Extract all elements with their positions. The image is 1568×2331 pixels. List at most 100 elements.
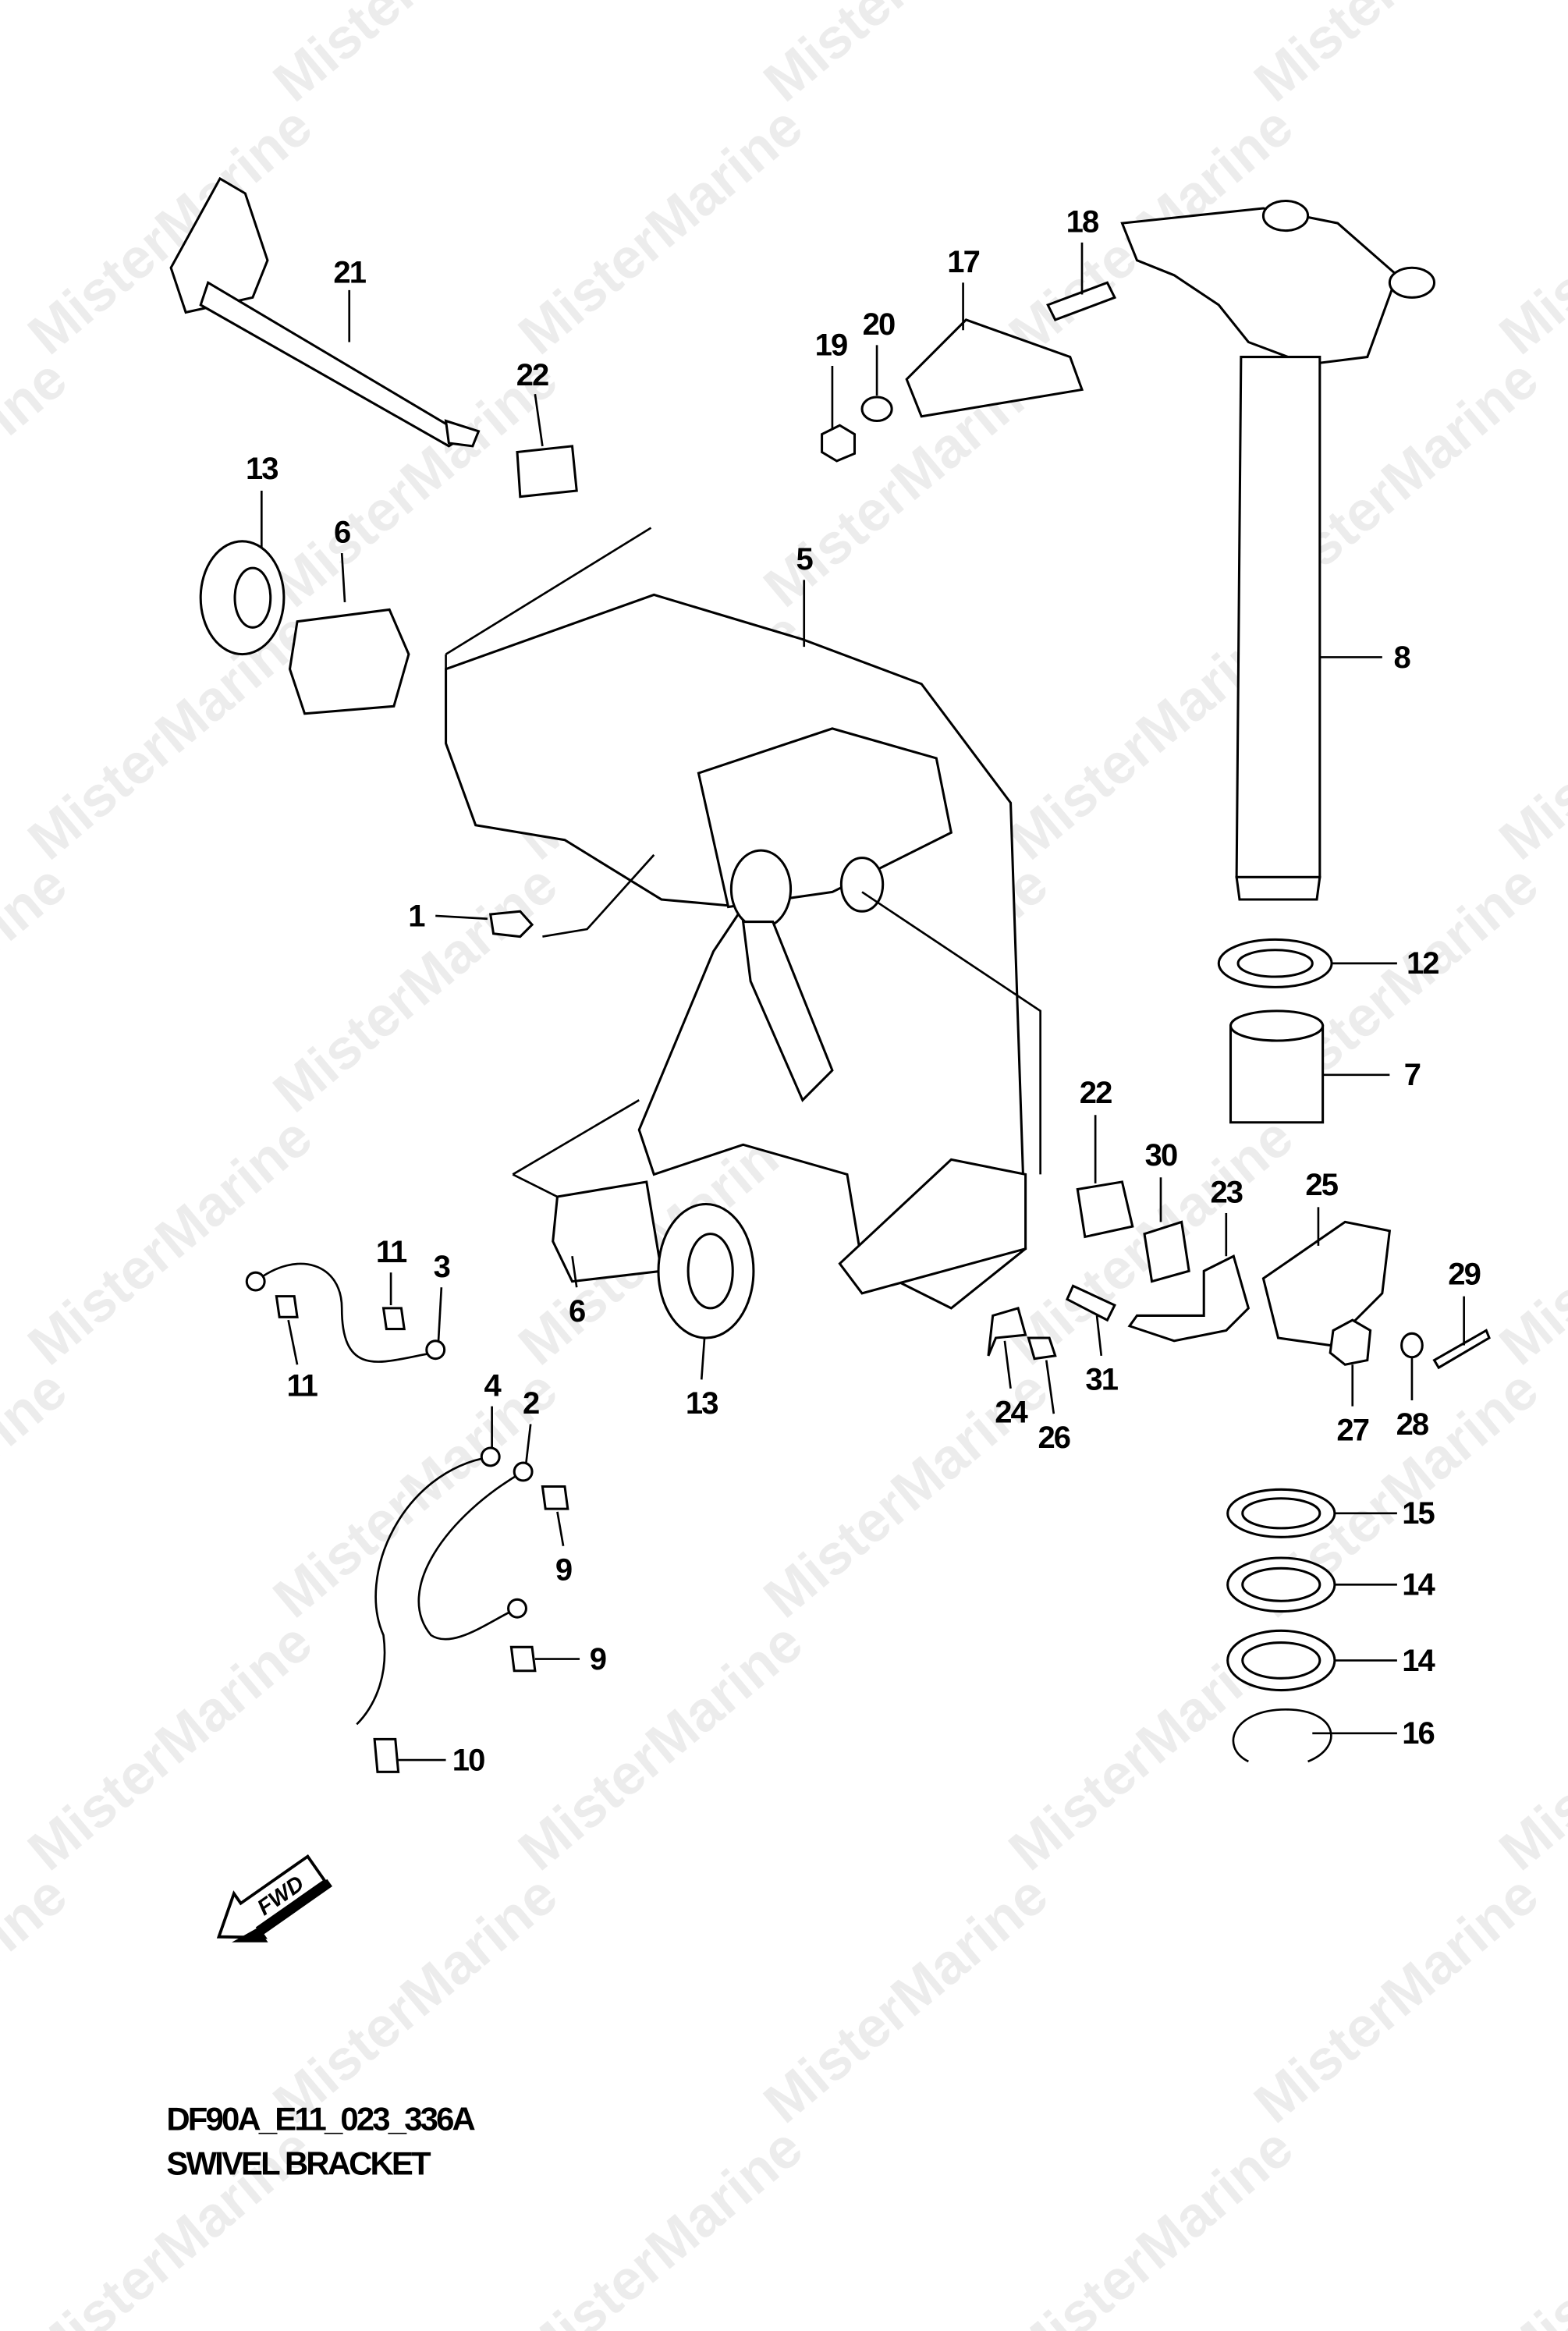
callout-8: 8 (1393, 640, 1410, 675)
watermark-text: MisterMarine (752, 1863, 1059, 2135)
part-15-washer-hole (1241, 1497, 1321, 1530)
part-10-bolt (373, 1737, 400, 1773)
part-19-nut (821, 424, 857, 463)
callout-18: 18 (1066, 205, 1099, 239)
part-2-ground-wire (417, 1471, 524, 1641)
callout-28: 28 (1396, 1407, 1429, 1442)
part-13-washer-hole (233, 566, 272, 629)
watermark-text: MisterMarine (1488, 600, 1568, 872)
diagram-title: SWIVEL BRACKET (166, 2145, 431, 2182)
callout-19: 19 (815, 328, 847, 363)
callout-13-lower: 13 (686, 1386, 718, 1421)
callout-22-lower: 22 (1080, 1076, 1112, 1110)
part-22-bushing (516, 445, 578, 498)
callout-10: 10 (452, 1743, 484, 1777)
part-30-spring (1143, 1220, 1190, 1283)
callout-11-b: 11 (287, 1368, 318, 1403)
part-7-bushing-top (1229, 1009, 1325, 1042)
watermark-text: MisterMarine (507, 94, 814, 367)
watermark-text: MisterMarine (16, 600, 324, 872)
part-17-bracket (905, 318, 1084, 418)
part-3-ground-wire (254, 1262, 435, 1363)
callout-13: 13 (246, 452, 278, 486)
watermark-text: MisterMarine (0, 1863, 79, 2135)
part-14-shim-2-hole (1241, 1641, 1321, 1680)
callout-20: 20 (863, 307, 895, 342)
watermark-text: MisterMarine (752, 0, 1059, 114)
watermark-text: MisterMarine (0, 0, 79, 114)
callout-9-b: 9 (590, 1642, 606, 1676)
callout-29: 29 (1448, 1257, 1480, 1291)
callout-30: 30 (1145, 1138, 1177, 1173)
watermark-text: MisterMarine (1488, 94, 1568, 367)
leader-lines (260, 242, 1465, 1762)
watermark-text: MisterMarine (997, 2116, 1304, 2331)
callout-14: 14 (1402, 1568, 1435, 1602)
part-11-screw (275, 1295, 299, 1318)
part-9-bolt (541, 1485, 569, 1510)
watermark-text: MisterMarine (261, 852, 569, 1124)
wire-4-terminal (480, 1446, 501, 1467)
part-28-washer (1400, 1332, 1424, 1359)
callout-17: 17 (947, 245, 979, 279)
watermark-text: MisterMarine (1488, 2116, 1568, 2331)
part-18-bolt (1046, 281, 1117, 321)
watermark-text: MisterMarine (0, 347, 79, 619)
callout-26: 26 (1038, 1421, 1070, 1455)
watermark-text: MisterMarine (1243, 1863, 1550, 2135)
watermark-text: MisterMarine (0, 1357, 79, 1630)
callout-9: 9 (555, 1553, 572, 1588)
callout-6-lower: 6 (569, 1294, 585, 1329)
callout-4: 4 (484, 1368, 502, 1403)
part-20-washer (860, 396, 893, 423)
fwd-direction-arrow: FWD (216, 1854, 332, 1942)
part-23-lever (1127, 1254, 1250, 1343)
wire-3-terminal (245, 1271, 266, 1292)
part-24-clip (987, 1307, 1027, 1357)
callout-14-b: 14 (1402, 1644, 1435, 1678)
callout-24: 24 (995, 1396, 1028, 1430)
watermark-text: MisterMarine (1488, 1610, 1568, 1882)
part-8-steering-shaft (1120, 199, 1436, 901)
watermark-text: MisterMarine (16, 1610, 324, 1882)
callout-3: 3 (434, 1250, 450, 1284)
callout-7: 7 (1404, 1058, 1421, 1092)
callout-25: 25 (1305, 1168, 1338, 1202)
callout-23: 23 (1210, 1176, 1242, 1210)
callout-31: 31 (1085, 1363, 1118, 1397)
part-9-bolt-2 (509, 1645, 537, 1673)
part-12-washer-hole (1236, 949, 1314, 978)
part-1-grease-nipple (488, 910, 534, 938)
watermark-text: MisterMarine (16, 1105, 324, 1377)
wire-2-terminal-end (507, 1598, 527, 1619)
wire-2-terminal (513, 1461, 534, 1482)
part-6-bushing (288, 608, 410, 715)
callout-11: 11 (376, 1235, 407, 1269)
part-11-screw-2 (381, 1307, 406, 1331)
part-29-cotter-pin (1432, 1329, 1491, 1370)
callout-16: 16 (1402, 1716, 1434, 1751)
watermark-text: MisterMarine (261, 0, 569, 114)
callout-12: 12 (1407, 946, 1439, 981)
watermark-text: MisterMarine (261, 1863, 569, 2135)
callout-5: 5 (796, 542, 814, 577)
part-13-washer-lower-hole (686, 1233, 734, 1310)
callout-1: 1 (408, 899, 425, 933)
callout-22: 22 (516, 358, 548, 392)
part-16-circlip (1232, 1708, 1332, 1763)
watermark-text: MisterMarine (507, 2116, 814, 2331)
part-14-shim-hole (1241, 1566, 1321, 1602)
watermark-text: MisterMarine (1488, 1105, 1568, 1377)
part-25-plate (1261, 1220, 1392, 1347)
part-27-collar (1329, 1318, 1372, 1366)
watermark-text: MisterMarine (1243, 0, 1550, 114)
part-26-screw (1027, 1336, 1057, 1361)
watermark-text: MisterMarine (507, 1610, 814, 1882)
callout-21: 21 (333, 255, 366, 289)
part-5-swivel-bracket (445, 593, 1027, 1310)
part-22-bushing-lower (1076, 1180, 1134, 1239)
watermark-text: MisterMarine (0, 852, 79, 1124)
callout-2: 2 (523, 1386, 539, 1421)
